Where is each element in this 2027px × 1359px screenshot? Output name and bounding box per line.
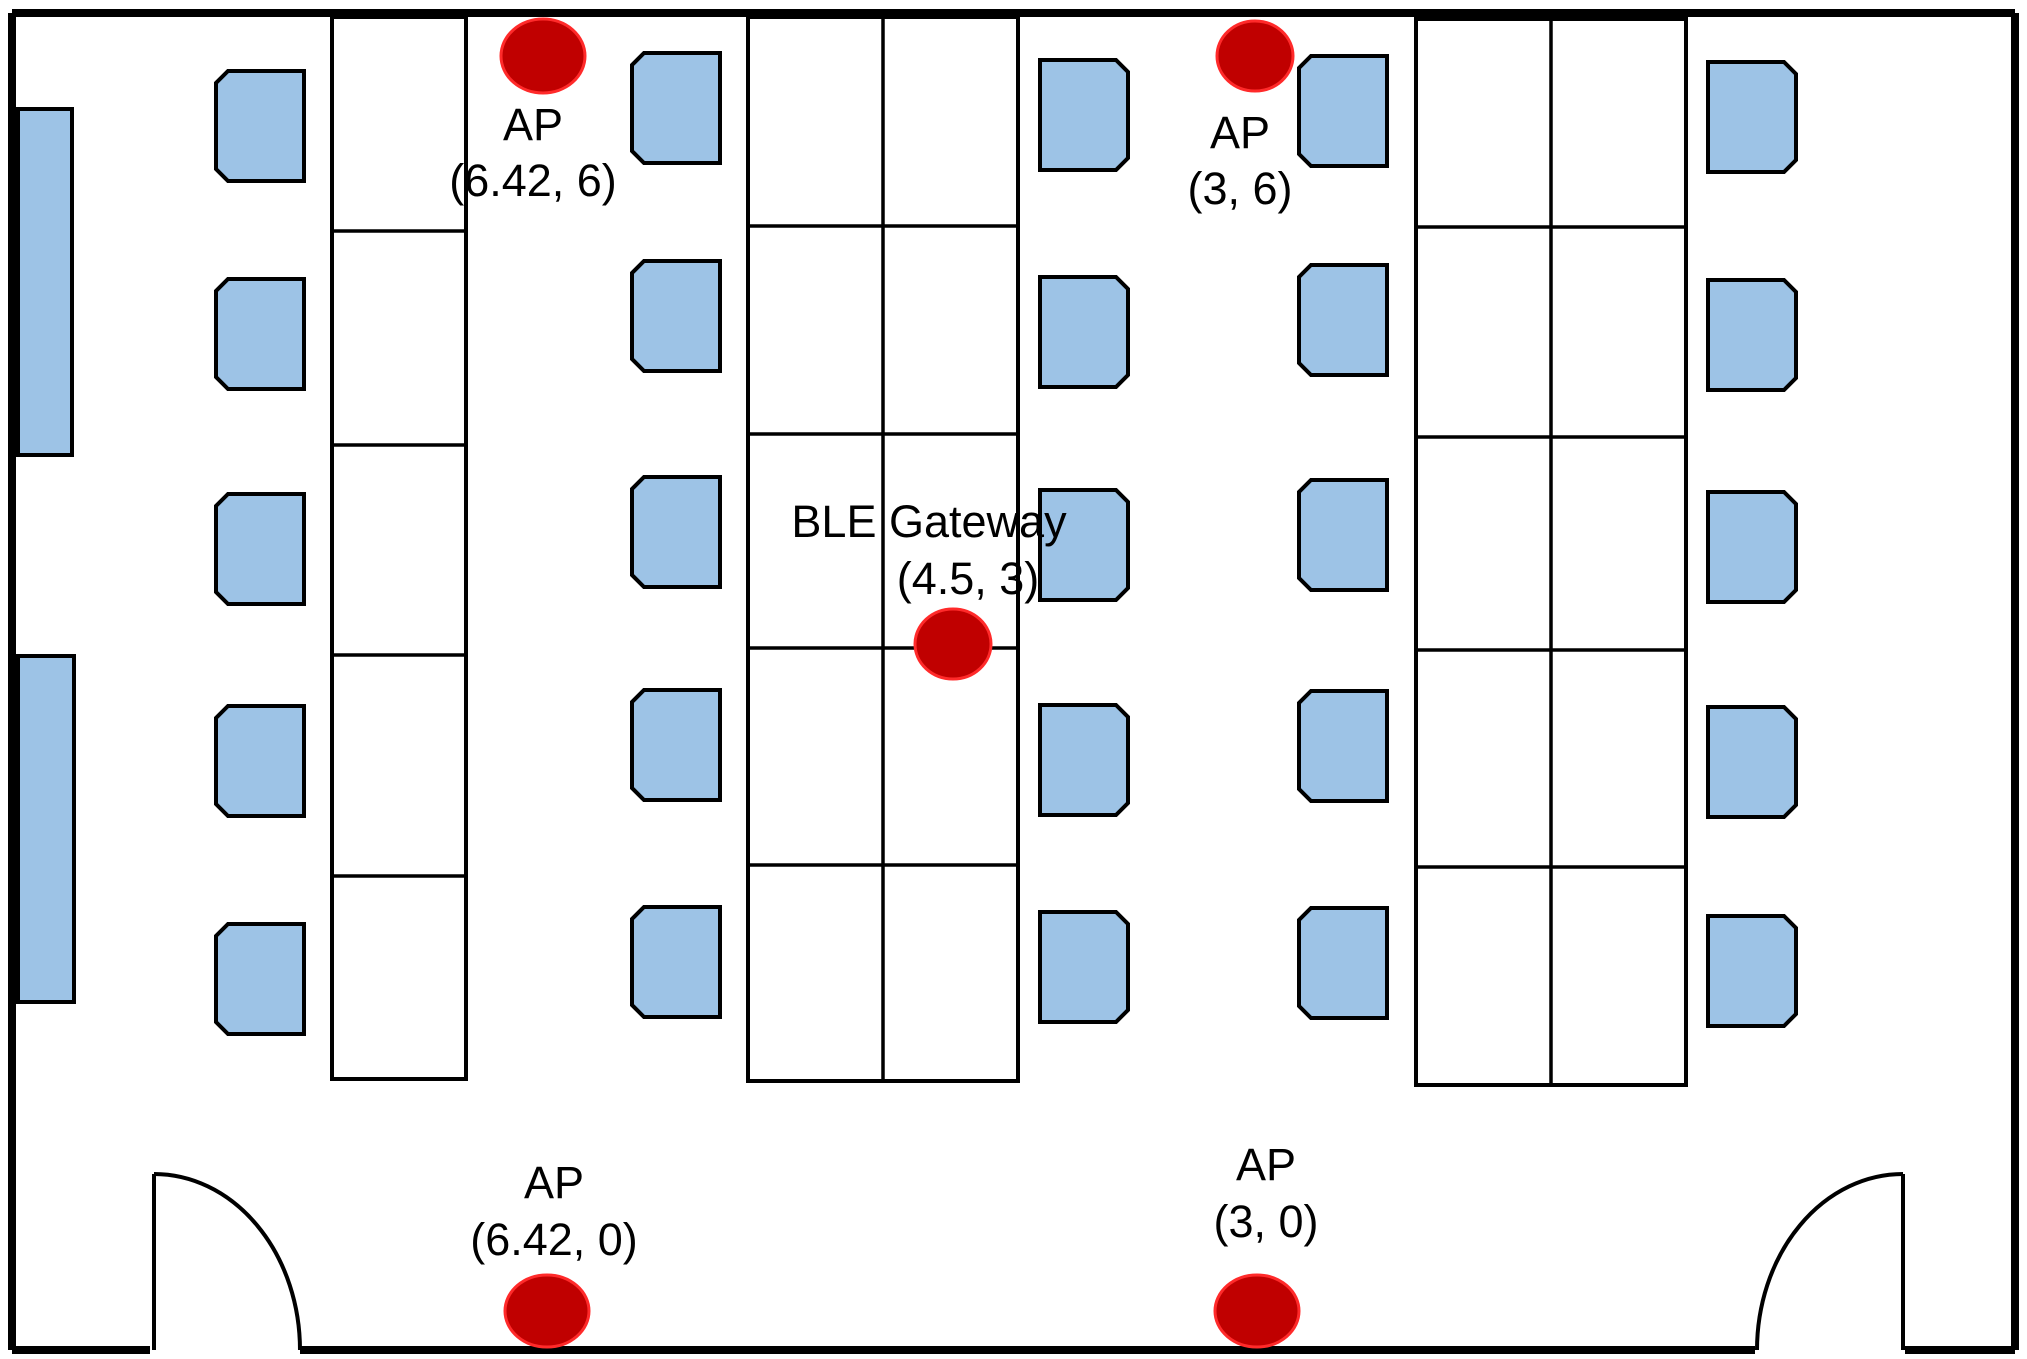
chair [1297,54,1389,168]
ap-bottom-left-marker [503,1273,591,1349]
chair [214,922,306,1036]
chair [1706,60,1798,174]
chair [630,259,722,373]
chair [1038,488,1130,602]
chair [630,51,722,165]
ap-bottom-left-coord: (6.42, 0) [470,1214,638,1265]
chair [1038,910,1130,1024]
chair [1038,275,1130,389]
chair [214,704,306,818]
chair [1706,705,1798,819]
chairs [214,51,1798,1036]
gateway-marker [913,607,993,681]
chair [214,69,306,183]
ap-top-left-name: AP [503,99,563,150]
door-left [152,1172,302,1351]
chair [1038,58,1130,172]
desk-row-2 [746,15,1020,1083]
ap-bottom-right-coord: (3, 0) [1213,1196,1318,1247]
desk-row-3 [1414,17,1688,1087]
room-walls [8,9,2019,1354]
chair [1706,914,1798,1028]
gateway-name: BLE Gateway [791,496,1067,547]
chair [1297,906,1389,1020]
wall-cabinet-upper [16,107,74,457]
chair [630,475,722,589]
ap-bottom-right-name: AP [1236,1139,1296,1190]
chair [1297,478,1389,592]
desk-row-1 [330,15,468,1081]
chair [1706,490,1798,604]
chair [630,688,722,802]
chair [214,277,306,391]
ap-top-right-name: AP [1210,107,1270,158]
ap-top-right-coord: (3, 6) [1187,163,1292,214]
device-markers [499,17,1301,1349]
device-labels: AP (6.42, 6) AP (3, 6) BLE Gateway (4.5,… [449,99,1318,1265]
ap-top-left-marker [499,17,587,95]
ap-bottom-left-name: AP [524,1157,584,1208]
gateway-coord: (4.5, 3) [897,553,1040,604]
chair [1706,278,1798,392]
chair [630,905,722,1019]
chair [1038,703,1130,817]
door-right [1755,1172,1905,1351]
ap-top-right-marker [1215,19,1295,93]
chair [1297,689,1389,803]
wall-cabinet-lower [16,654,76,1004]
ap-top-left-coord: (6.42, 6) [449,155,617,206]
chair [214,492,306,606]
ap-bottom-right-marker [1213,1273,1301,1349]
chair [1297,263,1389,377]
